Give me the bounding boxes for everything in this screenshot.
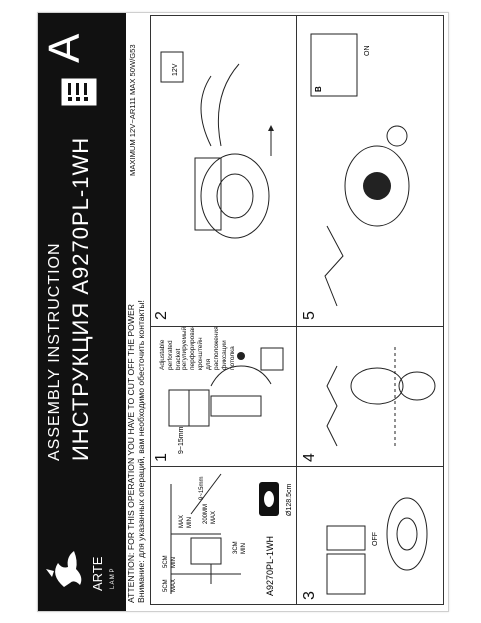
cell-dimensions: 5CM MAX 5CM MIN MAX MIN 3CM MIN 200MM MA… — [151, 466, 297, 604]
arte-lamp-logo: ARTE L A M P — [46, 551, 116, 591]
warning-ru: Внимание: для указанных операций, вам не… — [136, 300, 146, 603]
step1-note-ru: регулируемый перфорированный кронштейн д… — [181, 326, 236, 370]
step1-number: 1 — [153, 453, 170, 462]
rotated-content: ARTE L A M P ASSEMBLY INSTRUCTION ИНСТРУ… — [38, 13, 448, 611]
step1-diagram: 9~15mm — [168, 347, 284, 454]
svg-text:MAX: MAX — [211, 511, 217, 524]
svg-text:12V: 12V — [172, 63, 179, 76]
cell-step4: 4 — [297, 326, 443, 466]
step4-number: 4 — [301, 453, 318, 462]
cell-step2: 2 12V — [151, 16, 297, 326]
step1-note-en: Adjustable perforated bracket — [159, 339, 182, 370]
title-ru: ИНСТРУКЦИЯ A9270PL-1WH — [68, 136, 93, 461]
svg-text:5CM: 5CM — [163, 579, 169, 592]
brand-sub: L A M P — [110, 569, 116, 589]
instruction-sheet: ARTE L A M P ASSEMBLY INSTRUCTION ИНСТРУ… — [37, 12, 449, 612]
section-letter: A — [40, 33, 89, 63]
max-spec: MAXIMUM 12V~AR111 MAX 50W/G53 — [128, 44, 137, 176]
cutout-label: Ø128.5cm — [286, 484, 293, 516]
on-label: ON — [364, 46, 371, 57]
brand-name: ARTE — [90, 556, 105, 591]
power-warning: ATTENTION: FOR THIS OPERATION YOU HAVE T… — [126, 300, 146, 603]
svg-text:5CM: 5CM — [163, 555, 169, 568]
svg-text:MIN: MIN — [187, 517, 193, 528]
warning-en: ATTENTION: FOR THIS OPERATION YOU HAVE T… — [126, 304, 136, 603]
document-icon — [61, 78, 97, 106]
title-en: ASSEMBLY INSTRUCTION — [46, 242, 63, 461]
cell-step5: 5 B ON — [297, 16, 443, 326]
off-label: OFF — [372, 532, 379, 546]
step5-number: 5 — [301, 311, 318, 320]
svg-text:MAX: MAX — [179, 515, 185, 528]
cell-step1: 1 9~15mm Adjustable perforated bracket р… — [151, 326, 297, 466]
cell-step3: 3 A OFF — [297, 466, 443, 604]
step2-number: 2 — [153, 311, 170, 320]
header-bar: ARTE L A M P ASSEMBLY INSTRUCTION ИНСТРУ… — [38, 13, 126, 611]
svg-text:200MM: 200MM — [203, 504, 209, 524]
svg-text:9~15mm: 9~15mm — [178, 426, 185, 454]
svg-text:3CM: 3CM — [233, 541, 239, 554]
step4-diagram — [326, 346, 436, 447]
step-b-letter: B — [314, 86, 323, 92]
step3-diagram: A OFF — [326, 497, 428, 595]
svg-text:MAX: MAX — [171, 579, 177, 592]
dimension-diagram: 5CM MAX 5CM MIN MAX MIN 3CM MIN 200MM MA… — [163, 473, 293, 596]
step2-diagram: 12V — [160, 51, 274, 239]
svg-text:MIN: MIN — [171, 557, 177, 568]
step5-diagram: B ON — [310, 33, 410, 307]
step3-number: 3 — [301, 591, 318, 600]
svg-text:9~15mm: 9~15mm — [199, 476, 205, 500]
model-label: A9270PL-1WH — [265, 536, 275, 596]
svg-text:MIN: MIN — [241, 543, 247, 554]
steps-grid: 5CM MAX 5CM MIN MAX MIN 3CM MIN 200MM MA… — [150, 15, 444, 605]
